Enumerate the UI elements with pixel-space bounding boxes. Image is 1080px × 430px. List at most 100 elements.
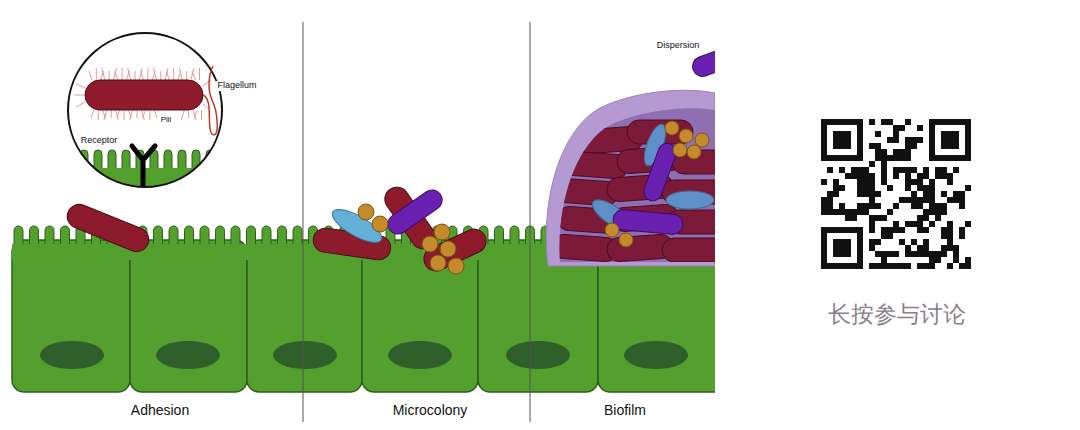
qr-module	[839, 185, 845, 191]
pilus	[179, 68, 182, 80]
nucleus	[40, 341, 104, 369]
bacterium-rod-body	[64, 201, 153, 255]
bacterium-rod-purple-body	[612, 209, 683, 235]
qr-module	[923, 245, 929, 251]
qr-module	[953, 245, 959, 251]
qr-module	[959, 203, 965, 209]
qr-module	[887, 185, 893, 191]
qr-module	[923, 215, 929, 221]
bacterium-rod-purple	[612, 209, 683, 235]
pilus	[143, 110, 146, 118]
qr-module	[917, 203, 923, 209]
qr-module	[959, 233, 965, 239]
pilus	[181, 110, 184, 120]
qr-module	[869, 215, 875, 221]
qr-module	[935, 209, 941, 215]
qr-module	[887, 251, 893, 257]
qr-module	[851, 167, 857, 173]
qr-module	[887, 155, 893, 161]
qr-module	[911, 197, 917, 203]
callout-label: Receptor	[81, 136, 118, 146]
qr-module	[875, 215, 881, 221]
qr-module	[905, 137, 911, 143]
pilus	[194, 110, 197, 118]
qr-module	[935, 215, 941, 221]
coccus	[358, 204, 374, 220]
qr-module	[905, 185, 911, 191]
qr-module	[881, 149, 887, 155]
qr-module	[905, 155, 911, 161]
qr-module	[959, 191, 965, 197]
pilus	[89, 71, 92, 80]
qr-module	[941, 209, 947, 215]
qr-module	[875, 263, 881, 269]
qr-module	[869, 143, 875, 149]
qr-module	[947, 173, 953, 179]
qr-module	[947, 233, 953, 239]
qr-module	[965, 221, 971, 227]
qr-module	[947, 179, 953, 185]
qr-caption: 长按参与讨论	[828, 302, 966, 327]
qr-module	[899, 227, 905, 233]
receptor	[132, 146, 155, 186]
qr-module	[935, 257, 941, 263]
qr-module	[893, 263, 899, 269]
pilus	[117, 110, 120, 118]
pilus	[154, 110, 157, 118]
epithelial-cell	[247, 240, 362, 392]
bacterium-rod-purple	[690, 47, 715, 79]
epithelial-cell	[362, 240, 478, 392]
biofilm-bacteria	[551, 120, 715, 262]
qr-finder	[824, 122, 860, 158]
coccus	[422, 236, 438, 252]
qr-module	[947, 245, 953, 251]
qr-module	[833, 179, 839, 185]
pilus	[188, 110, 189, 118]
qr-code	[821, 119, 971, 269]
qr-module	[875, 143, 881, 149]
qr-module	[881, 161, 887, 167]
qr-module	[905, 251, 911, 257]
qr-module	[875, 191, 881, 197]
qr-module	[911, 239, 917, 245]
qr-module	[839, 203, 845, 209]
qr-module	[869, 173, 875, 179]
qr-module	[917, 221, 923, 227]
qr-module	[857, 179, 863, 185]
qr-module	[887, 233, 893, 239]
qr-module	[911, 167, 917, 173]
qr-module	[905, 167, 911, 173]
pilus	[111, 110, 112, 118]
qr-module	[905, 143, 911, 149]
qr-module	[905, 221, 911, 227]
qr-module	[875, 131, 881, 137]
coccus	[687, 145, 701, 159]
pilus	[104, 110, 107, 120]
qr-module	[899, 167, 905, 173]
qr-finder	[824, 230, 860, 266]
epithelial-cell	[12, 240, 130, 392]
coccus	[430, 255, 446, 271]
bacterium-rod-body	[662, 238, 715, 262]
qr-module	[881, 263, 887, 269]
qr-module	[905, 179, 911, 185]
nucleus	[273, 341, 337, 369]
qr-module	[911, 221, 917, 227]
qr-module	[965, 263, 971, 269]
coccus	[434, 224, 450, 240]
qr-finder	[932, 122, 968, 158]
qr-module	[869, 191, 875, 197]
qr-module	[857, 203, 863, 209]
qr-module	[917, 137, 923, 143]
qr-module	[857, 167, 863, 173]
qr-module	[833, 185, 839, 191]
qr-module	[863, 173, 869, 179]
qr-module	[941, 191, 947, 197]
qr-module	[881, 179, 887, 185]
qr-module	[935, 251, 941, 257]
qr-module	[905, 119, 911, 125]
microvillus	[66, 150, 74, 176]
stage-label: Microcolony	[393, 403, 468, 418]
pilus	[135, 71, 136, 80]
